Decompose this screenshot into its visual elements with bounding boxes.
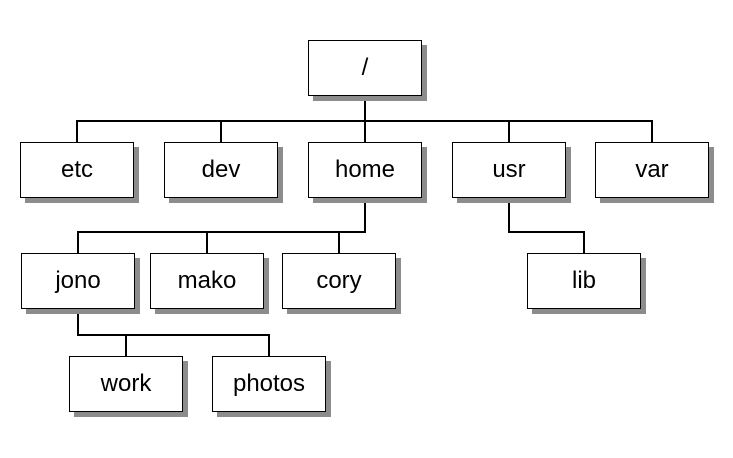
tree-node-home: home (308, 142, 422, 198)
tree-node-jono: jono (21, 253, 135, 309)
connector-line (508, 231, 585, 233)
connector-line (125, 334, 127, 356)
tree-node-lib: lib (527, 253, 641, 309)
connector-line (206, 231, 366, 233)
tree-node-label: lib (571, 267, 596, 294)
connector-line (220, 120, 366, 122)
connector-line (76, 120, 78, 142)
connector-line (651, 120, 653, 142)
tree-node-etc: etc (20, 142, 134, 198)
connector-line (77, 231, 79, 253)
tree-node-label: mako (177, 267, 237, 294)
tree-node-root: / (308, 40, 422, 96)
connector-line (220, 120, 222, 142)
connector-line (364, 120, 653, 122)
tree-node-label: / (361, 54, 369, 81)
connector-line (206, 231, 208, 253)
connector-line (364, 120, 366, 142)
tree-node-label: cory (316, 267, 362, 294)
connector-line (77, 334, 270, 336)
connector-line (364, 96, 366, 122)
tree-node-label: usr (492, 156, 526, 183)
connector-line (508, 120, 510, 142)
connector-line (583, 231, 585, 253)
tree-node-label: dev (201, 156, 241, 183)
tree-node-cory: cory (282, 253, 396, 309)
tree-node-label: var (635, 156, 669, 183)
connector-line (338, 231, 366, 233)
tree-node-mako: mako (150, 253, 264, 309)
tree-node-label: work (100, 370, 152, 397)
connector-line (364, 198, 366, 233)
tree-node-usr: usr (452, 142, 566, 198)
connector-line (508, 198, 510, 233)
tree-node-label: photos (232, 370, 306, 397)
tree-node-label: etc (60, 156, 93, 183)
connector-line (268, 334, 270, 356)
connector-line (77, 309, 79, 336)
tree-node-dev: dev (164, 142, 278, 198)
connector-line (338, 231, 340, 253)
tree-node-photos: photos (212, 356, 326, 412)
tree-node-label: jono (55, 267, 101, 294)
tree-node-label: home (334, 156, 396, 183)
tree-node-var: var (595, 142, 709, 198)
tree-node-work: work (69, 356, 183, 412)
